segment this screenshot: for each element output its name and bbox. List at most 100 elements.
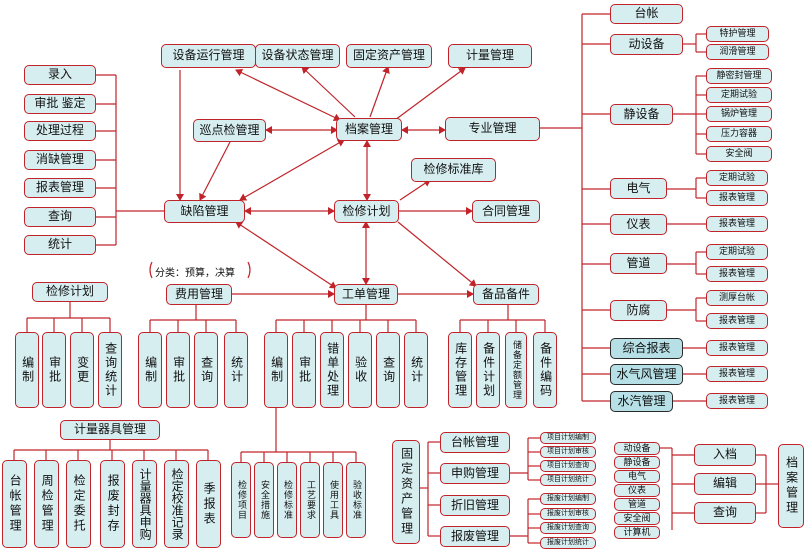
archive-type-rotating[interactable]: 动设备 [614, 442, 660, 455]
left-item-report[interactable]: 报表管理 [24, 178, 96, 198]
shuiqi-sub-report[interactable]: 报表管理 [706, 393, 768, 409]
meter-item-ledger[interactable]: 台帐管理 [2, 460, 27, 548]
meter-item-purchase[interactable]: 计量器具申购 [132, 460, 157, 548]
fee-item-approve[interactable]: 审批 [166, 332, 190, 408]
archive-op-query[interactable]: 查询 [694, 502, 756, 524]
archive-block-title[interactable]: 档案管理 [778, 444, 804, 528]
spare-item-code[interactable]: 备件编码 [533, 332, 557, 408]
instrument-node[interactable]: 仪表 [610, 214, 667, 235]
meter-item-calibration[interactable]: 检定校准记录 [164, 460, 189, 548]
archive-type-safety-valve[interactable]: 安全阀 [614, 512, 660, 525]
jing-sub-pressure-vessel[interactable]: 压力容器 [706, 126, 772, 142]
fee-item-compile[interactable]: 编制 [138, 332, 162, 408]
defect-node[interactable]: 缺陷管理 [164, 200, 245, 223]
comprehensive-report-node[interactable]: 综合报表 [610, 338, 683, 359]
asset-item-scrap[interactable]: 报废管理 [440, 526, 510, 547]
meter-item-entrust[interactable]: 检定委托 [66, 460, 91, 548]
dong-sub-special-care[interactable]: 特护管理 [706, 26, 769, 42]
specialty-node[interactable]: 专业管理 [445, 117, 540, 141]
jing-sub-seal[interactable]: 静密封管理 [706, 68, 772, 84]
anticorrosion-node[interactable]: 防腐 [610, 300, 667, 321]
meter-item-periodic[interactable]: 周检管理 [34, 460, 59, 548]
electrical-node[interactable]: 电气 [610, 178, 667, 199]
zonghe-sub-report[interactable]: 报表管理 [706, 340, 768, 356]
order-item-error[interactable]: 错单处理 [320, 332, 344, 408]
fangfu-sub-thickness[interactable]: 测厚台帐 [706, 290, 768, 306]
archive-op-edit[interactable]: 编辑 [694, 473, 756, 495]
order-item-stats[interactable]: 统计 [404, 332, 428, 408]
plan-item-change[interactable]: 变更 [70, 332, 94, 408]
pipeline-node[interactable]: 管道 [610, 253, 667, 274]
order-sub-acceptance[interactable]: 验收标准 [346, 462, 366, 538]
meter-title[interactable]: 计量器具管理 [60, 420, 160, 440]
jing-sub-safety-valve[interactable]: 安全阀 [706, 146, 772, 162]
left-item-eliminate[interactable]: 消缺管理 [24, 150, 96, 170]
scrap-sub-compile[interactable]: 报废计划编制 [540, 493, 596, 505]
contract-node[interactable]: 合同管理 [472, 200, 540, 223]
maintenance-plan-node[interactable]: 检修计划 [334, 200, 399, 223]
order-sub-tools[interactable]: 使用工具 [323, 462, 343, 538]
fixed-asset-top-node[interactable]: 固定资产管理 [346, 44, 432, 68]
guandao-sub-report[interactable]: 报表管理 [706, 266, 768, 282]
left-item-entry[interactable]: 录入 [24, 65, 96, 85]
ledger-node[interactable]: 台帐 [610, 4, 683, 24]
purchase-sub-compile[interactable]: 项目计划编制 [540, 432, 596, 444]
order-item-query[interactable]: 查询 [376, 332, 400, 408]
dong-sub-lubrication[interactable]: 润滑管理 [706, 44, 769, 60]
asset-item-depreciation[interactable]: 折旧管理 [440, 495, 510, 516]
scrap-sub-stats[interactable]: 报废计划统计 [540, 537, 596, 549]
shuiqifeng-sub-report[interactable]: 报表管理 [706, 366, 768, 382]
asset-item-ledger[interactable]: 台帐管理 [440, 432, 510, 453]
left-item-query[interactable]: 查询 [24, 207, 96, 227]
spare-item-quota[interactable]: 储备定额管理 [505, 332, 527, 408]
archive-type-computer[interactable]: 计算机 [614, 526, 660, 539]
guandao-sub-test[interactable]: 定期试验 [706, 244, 768, 260]
purchase-sub-stats[interactable]: 项目计划统计 [540, 474, 596, 486]
archive-type-pipeline[interactable]: 管道 [614, 498, 660, 511]
dianqi-sub-report[interactable]: 报表管理 [706, 190, 768, 206]
yibiao-sub-report[interactable]: 报表管理 [706, 216, 768, 232]
archive-type-instrument[interactable]: 仪表 [614, 484, 660, 497]
purchase-sub-review[interactable]: 项目计划审核 [540, 446, 596, 458]
order-sub-standard[interactable]: 检修标准 [277, 462, 297, 538]
plan-item-compile[interactable]: 编制 [15, 332, 39, 408]
spare-parts-node[interactable]: 备品备件 [473, 284, 539, 305]
order-sub-safety[interactable]: 安全措施 [254, 462, 274, 538]
archive-type-electrical[interactable]: 电气 [614, 470, 660, 483]
jing-sub-periodic-test[interactable]: 定期试验 [706, 87, 772, 103]
spare-item-stock[interactable]: 库存管理 [448, 332, 472, 408]
plan-item-query-stats[interactable]: 查询统计 [98, 332, 122, 408]
asset-item-purchase[interactable]: 申购管理 [440, 463, 510, 484]
water-gas-wind-node[interactable]: 水气风管理 [610, 364, 683, 385]
fee-node[interactable]: 费用管理 [166, 284, 232, 305]
meter-item-quarterly[interactable]: 季报表 [196, 460, 221, 548]
order-item-approve[interactable]: 审批 [292, 332, 316, 408]
order-sub-craft[interactable]: 工艺要求 [300, 462, 320, 538]
order-item-accept[interactable]: 验收 [348, 332, 372, 408]
left-item-stats[interactable]: 统计 [24, 235, 96, 255]
dianqi-sub-test[interactable]: 定期试验 [706, 170, 768, 186]
archive-node[interactable]: 档案管理 [336, 118, 402, 141]
device-status-node[interactable]: 设备状态管理 [255, 44, 340, 68]
purchase-sub-query[interactable]: 项目计划查询 [540, 460, 596, 472]
left-item-process[interactable]: 处理过程 [24, 121, 96, 141]
plan-item-approve[interactable]: 审批 [42, 332, 66, 408]
work-order-node[interactable]: 工单管理 [334, 284, 398, 305]
jing-sub-boiler[interactable]: 锅炉管理 [706, 106, 772, 122]
standard-library-node[interactable]: 检修标准库 [411, 158, 496, 182]
spare-item-plan[interactable]: 备件计划 [476, 332, 500, 408]
asset-title[interactable]: 固定资产管理 [392, 440, 420, 544]
static-equipment-node[interactable]: 静设备 [610, 104, 673, 125]
fee-item-query[interactable]: 查询 [194, 332, 218, 408]
archive-op-file[interactable]: 入档 [694, 444, 756, 466]
order-sub-project[interactable]: 检修项目 [231, 462, 251, 538]
plan-title[interactable]: 检修计划 [32, 282, 108, 302]
scrap-sub-query[interactable]: 报废计划查询 [540, 522, 596, 534]
scrap-sub-review[interactable]: 报废计划审核 [540, 508, 596, 520]
left-item-approve[interactable]: 审批 鉴定 [24, 94, 96, 114]
fangfu-sub-report[interactable]: 报表管理 [706, 313, 768, 329]
metering-node[interactable]: 计量管理 [448, 44, 532, 68]
patrol-inspection-node[interactable]: 巡点检管理 [193, 119, 266, 142]
order-item-compile[interactable]: 编制 [264, 332, 288, 408]
fee-item-stats[interactable]: 统计 [224, 332, 248, 408]
